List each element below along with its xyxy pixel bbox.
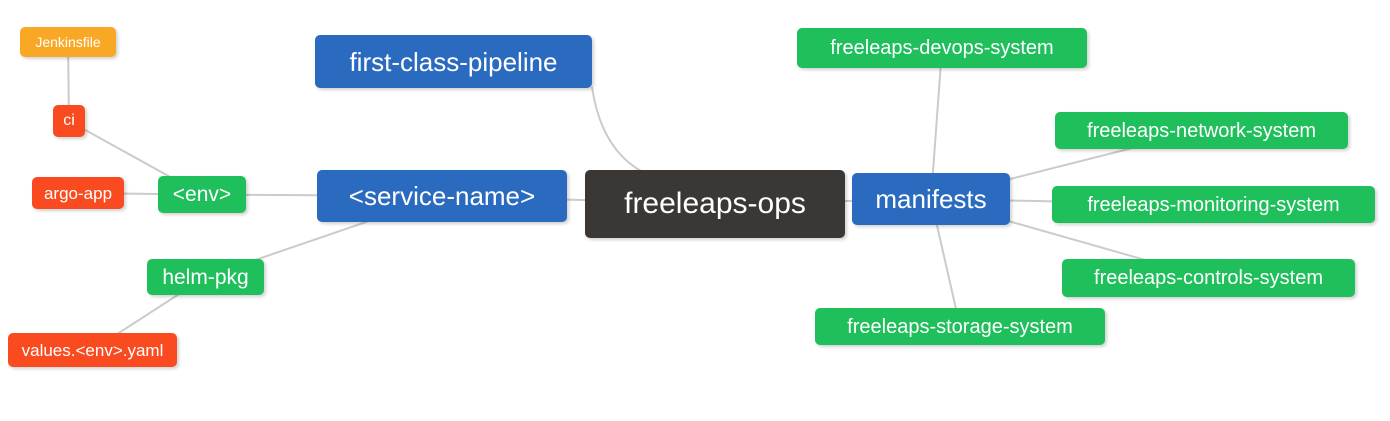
node-freeleaps-storage-system[interactable]: freeleaps-storage-system	[815, 308, 1105, 345]
node-manifests[interactable]: manifests	[852, 173, 1010, 225]
node-label: <service-name>	[348, 181, 536, 211]
node-ci[interactable]: ci	[53, 105, 85, 137]
node-label: freeleaps-network-system	[1087, 119, 1316, 142]
edge-freeleaps-ops--first-class-pipeline	[591, 86, 642, 172]
node-freeleaps-controls-system[interactable]: freeleaps-controls-system	[1062, 259, 1355, 297]
node-label: freeleaps-storage-system	[847, 315, 1073, 338]
node-label: ci	[63, 112, 75, 129]
node-first-class-pipeline[interactable]: first-class-pipeline	[315, 35, 592, 88]
node-label: first-class-pipeline	[349, 46, 558, 77]
node-freeleaps-network-system[interactable]: freeleaps-network-system	[1055, 112, 1348, 149]
node-freeleaps-devops-system[interactable]: freeleaps-devops-system	[797, 28, 1087, 68]
node-label: freeleaps-devops-system	[830, 37, 1054, 59]
node-argo-app[interactable]: argo-app	[32, 177, 124, 209]
node-label: freeleaps-monitoring-system	[1087, 193, 1340, 216]
node-label: freeleaps-ops	[624, 187, 806, 220]
node-freeleaps-ops[interactable]: freeleaps-ops	[585, 170, 845, 238]
node-label: helm-pkg	[162, 265, 249, 289]
node-helm-pkg[interactable]: helm-pkg	[147, 259, 264, 295]
node-label: values.<env>.yaml	[21, 340, 164, 360]
node-label: <env>	[172, 183, 232, 206]
node-label: freeleaps-controls-system	[1094, 267, 1323, 289]
node-label: Jenkinsfile	[35, 34, 101, 50]
node-jenkinsfile[interactable]: Jenkinsfile	[20, 27, 116, 57]
node-label: manifests	[875, 184, 987, 214]
node-values-env-yaml[interactable]: values.<env>.yaml	[8, 333, 177, 367]
node-freeleaps-monitoring-system[interactable]: freeleaps-monitoring-system	[1052, 186, 1375, 223]
node-env[interactable]: <env>	[158, 176, 246, 213]
node-label: argo-app	[43, 183, 113, 203]
node-service-name[interactable]: <service-name>	[317, 170, 567, 222]
